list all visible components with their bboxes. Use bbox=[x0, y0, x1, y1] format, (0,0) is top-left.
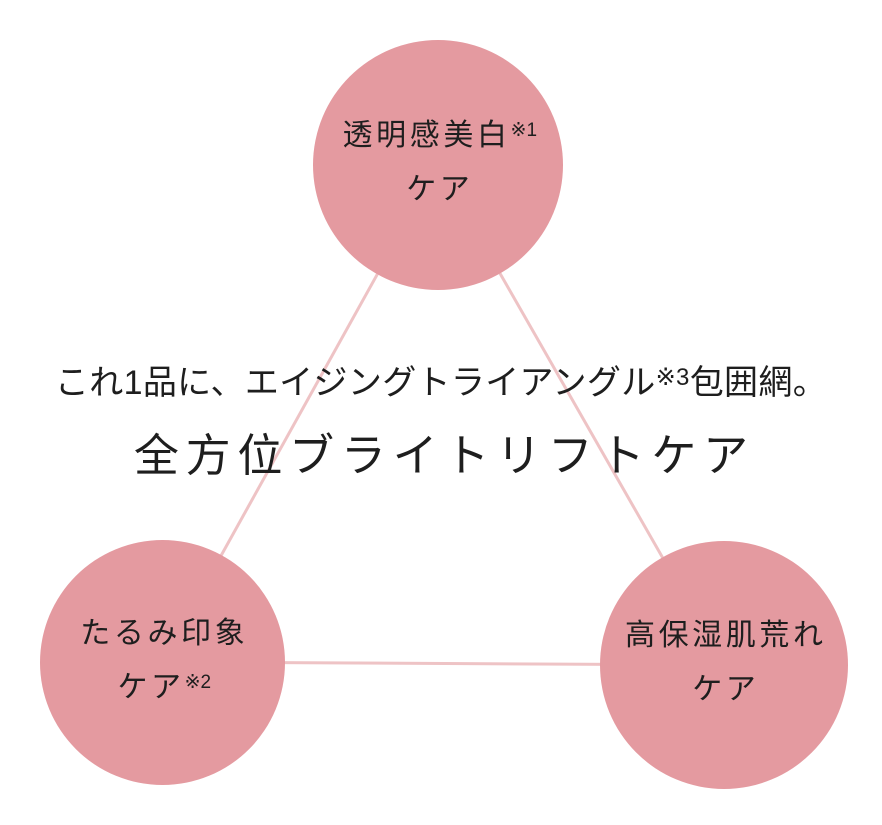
headline-line1: これ1品に、エイジングトライアングル※3包囲網。 bbox=[54, 364, 828, 402]
node-label-line1: 透明感美白※1 bbox=[342, 119, 538, 152]
node-label-sagging-care: たるみ印象 ケア※2 bbox=[77, 609, 249, 717]
node-label-line1: 高保湿肌荒れ bbox=[624, 619, 827, 652]
node-circle-sagging-care: たるみ印象 ケア※2 bbox=[40, 540, 285, 785]
headline-line2: 全方位ブライトリフトケア bbox=[133, 430, 755, 481]
node-label-line2: ケア※2 bbox=[117, 670, 212, 704]
node-label-line2: ケア bbox=[692, 673, 760, 706]
footnote-marker: ※2 bbox=[184, 671, 212, 693]
footnote-marker: ※1 bbox=[510, 120, 538, 141]
node-label-moisture-care: 高保湿肌荒れ ケア bbox=[621, 611, 826, 719]
node-label-line2: ケア bbox=[406, 173, 474, 206]
footnote-marker: ※3 bbox=[655, 364, 690, 391]
node-circle-moisture-care: 高保湿肌荒れ ケア bbox=[600, 541, 848, 789]
node-circle-brightening-care: 透明感美白※1 ケア bbox=[313, 40, 563, 290]
node-label-line1: たるみ印象 bbox=[80, 616, 249, 650]
node-label-brightening-care: 透明感美白※1 ケア bbox=[339, 111, 538, 219]
